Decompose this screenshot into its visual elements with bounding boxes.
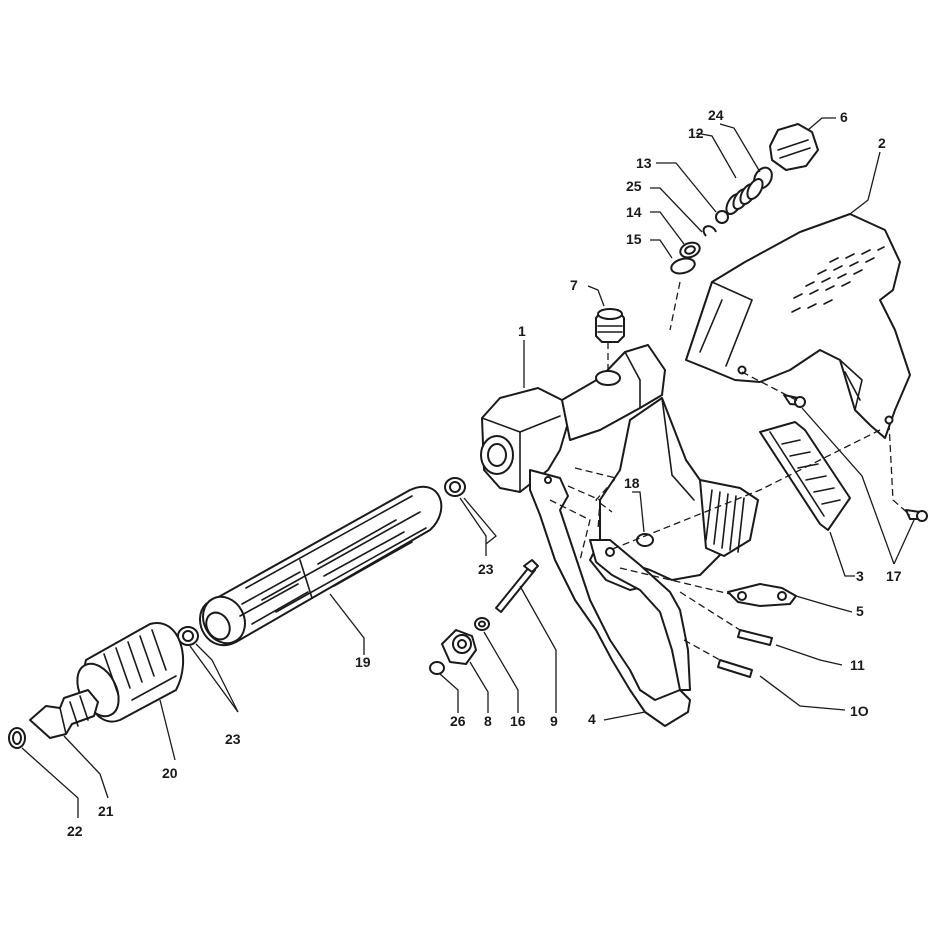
- callout-3: 3: [856, 568, 864, 584]
- part-extension-barrel: [199, 485, 443, 646]
- callout-13: 13: [636, 155, 652, 171]
- callout-5: 5: [856, 603, 864, 619]
- callout-21: 21: [98, 803, 114, 819]
- callout-labels: 1 2 3 4 5 6 7 8 9 1O 11 12 13 14 15 16 1…: [67, 107, 902, 839]
- leader-lines: [21, 117, 915, 818]
- housing-vent-slots: [791, 246, 885, 313]
- callout-24: 24: [708, 107, 724, 123]
- part-pins: [717, 629, 773, 678]
- part-housing-cover: [685, 213, 911, 439]
- part-seat-fitting: [441, 629, 477, 665]
- part-valve-stack: [670, 166, 773, 275]
- callout-15: 15: [626, 231, 642, 247]
- part-nozzle-tip: [29, 689, 99, 739]
- part-pin-head: [636, 533, 654, 547]
- callout-23-upper: 23: [478, 561, 494, 577]
- callout-22: 22: [67, 823, 83, 839]
- part-spring: [725, 178, 764, 215]
- callout-6: 6: [840, 109, 848, 125]
- callout-25: 25: [626, 178, 642, 194]
- callout-16: 16: [510, 713, 526, 729]
- callout-17: 17: [886, 568, 902, 584]
- part-union-nut: [76, 622, 185, 723]
- part-cap: [769, 123, 819, 171]
- assembly-lines: [549, 281, 911, 661]
- part-o-ring: [8, 727, 26, 749]
- callout-9: 9: [550, 713, 558, 729]
- callout-19: 19: [355, 654, 371, 670]
- callout-8: 8: [484, 713, 492, 729]
- part-washer: [429, 661, 445, 675]
- part-screws: [783, 394, 928, 522]
- callout-2: 2: [878, 135, 886, 151]
- callout-23-lower: 23: [225, 731, 241, 747]
- callout-11: 11: [850, 657, 865, 673]
- callout-12: 12: [688, 125, 704, 141]
- callout-7: 7: [570, 277, 578, 293]
- callout-14: 14: [626, 204, 642, 220]
- part-trigger: [529, 469, 691, 727]
- callout-20: 20: [162, 765, 178, 781]
- part-needle-rod: [495, 559, 539, 613]
- part-gun-body: [480, 344, 759, 591]
- part-plug: [595, 308, 625, 343]
- callout-1: 1: [518, 323, 526, 339]
- callout-26: 26: [450, 713, 466, 729]
- part-seal-upper: [444, 477, 466, 497]
- part-small-ring: [474, 617, 490, 631]
- callout-10: 1O: [850, 703, 869, 719]
- part-grip-insert: [759, 421, 851, 531]
- part-pin-clip: [727, 583, 797, 607]
- callout-18: 18: [624, 475, 640, 491]
- callout-4: 4: [588, 711, 596, 727]
